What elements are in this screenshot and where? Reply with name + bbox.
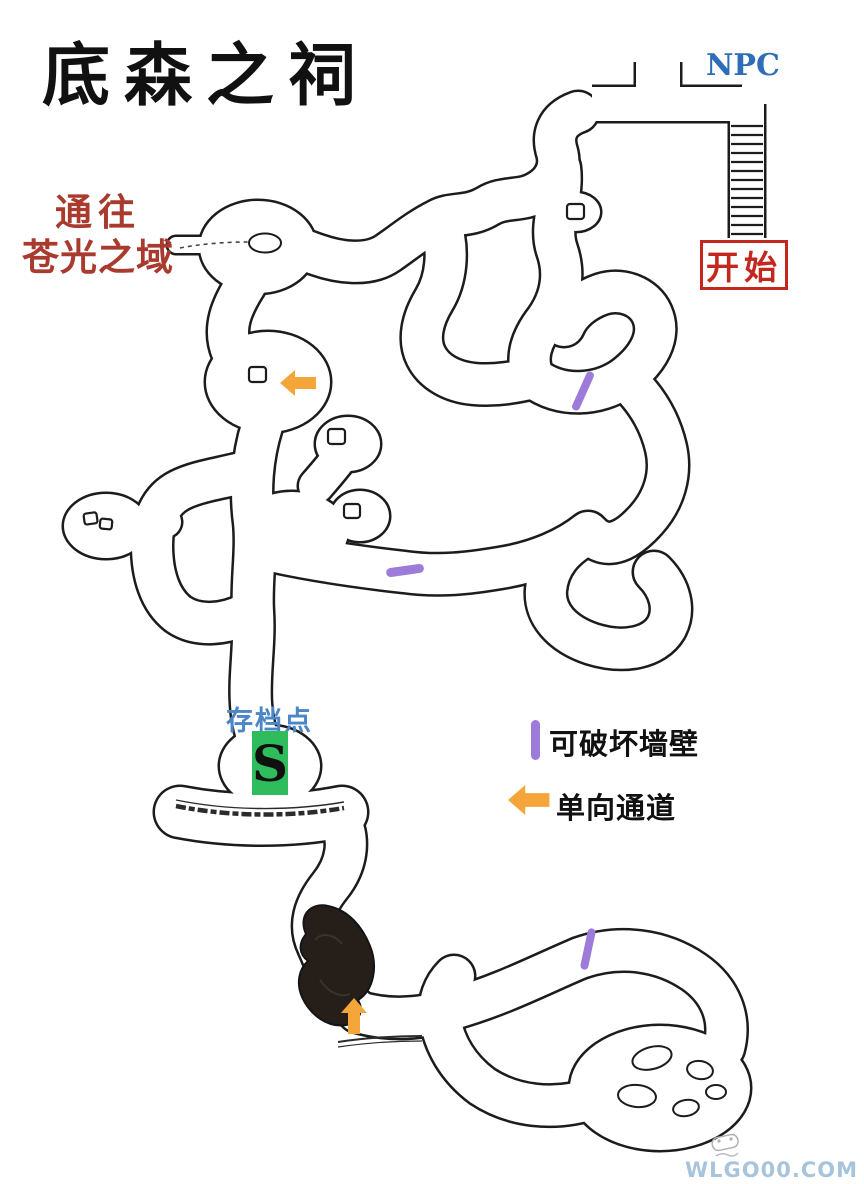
one-way-ledge [337, 1035, 423, 1048]
save-point-marker: S [252, 731, 288, 795]
door-markers [82, 202, 586, 531]
signature-doodle [711, 1133, 739, 1157]
dashed-passage [179, 241, 249, 249]
portal-label-line2: 苍光之域 [22, 235, 174, 280]
breakable-wall-markers [386, 371, 596, 970]
legend-one-way-icon [508, 785, 550, 815]
start-label: 开始 [706, 248, 782, 287]
ladder-icon [731, 124, 763, 236]
ledge-line [175, 799, 345, 817]
legend-one-way-label: 单向通道 [556, 791, 677, 825]
page-title: 底森之祠 [42, 36, 371, 116]
save-point-letter: S [251, 733, 289, 793]
npc-label: NPC [706, 48, 780, 83]
rock-ovals [617, 1045, 727, 1118]
watermark: WLGO00.COM [685, 1158, 858, 1182]
portal-label: 通往 苍光之域 [10, 190, 186, 280]
start-label-box: 开始 [700, 240, 788, 290]
legend-breakable-icon [531, 720, 540, 760]
legend-breakable-label: 可破坏墙壁 [549, 727, 700, 761]
platform-oval [248, 232, 282, 254]
dark-cavity [297, 904, 375, 1027]
portal-label-line1: 通往 [55, 190, 141, 234]
